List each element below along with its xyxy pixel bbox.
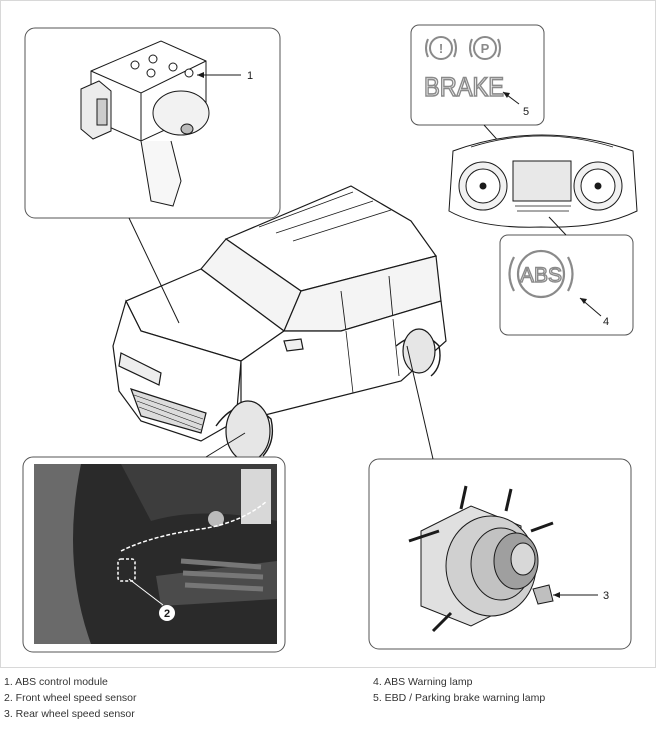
box1-connector (128, 217, 180, 324)
diagram-svg: 1 ! P BRAKE 5 ABS 4 (22, 24, 638, 653)
box3-connector (406, 345, 434, 460)
leader-arrow-3 (553, 592, 560, 598)
instrument-cluster (448, 134, 638, 228)
brake-text: BRAKE (424, 72, 504, 102)
caption-list-right: 4. ABS Warning lamp 5. EBD / Parking bra… (373, 674, 545, 706)
abs-lamp-symbol (508, 249, 574, 299)
diagram-figure: 1 ! P BRAKE 5 ABS 4 (0, 0, 656, 668)
box4-connector (548, 216, 567, 236)
caption-abs-warning-lamp: 4. ABS Warning lamp (373, 676, 473, 688)
leader-arrow-4 (580, 298, 587, 304)
box2-connector (205, 432, 246, 458)
caption-rear-wheel-speed-sensor: 3. Rear wheel speed sensor (4, 708, 135, 720)
car-illustration (112, 185, 447, 462)
abs-text: ABS (520, 264, 562, 287)
callout-3: 3 (603, 590, 609, 602)
abs-module-illustration (80, 40, 210, 207)
leader-arrow-1 (197, 72, 204, 78)
callout-5: 5 (523, 106, 529, 118)
callout-2-badge (159, 605, 175, 621)
brake-lamp-symbols (425, 36, 501, 60)
caption-abs-control-module: 1. ABS control module (4, 676, 108, 688)
caption-front-wheel-speed-sensor: 2. Front wheel speed sensor (4, 692, 137, 704)
rear-hub-illustration (408, 485, 554, 633)
parking-p-symbol: P (481, 41, 490, 56)
brake-lamp-box (410, 24, 545, 126)
front-sensor-photo (34, 464, 277, 644)
leader-arrow-5 (503, 92, 510, 98)
callout-2: 2 (164, 608, 170, 620)
caption-ebd-parking-brake-lamp: 5. EBD / Parking brake warning lamp (373, 692, 546, 704)
abs-lamp-box (499, 234, 634, 336)
callout-1: 1 (247, 70, 253, 82)
leader-line-2 (128, 578, 164, 606)
caption-list-left: 1. ABS control module 2. Front wheel spe… (4, 674, 137, 722)
exclaim-symbol: ! (439, 41, 443, 56)
callout-4: 4 (603, 316, 609, 328)
